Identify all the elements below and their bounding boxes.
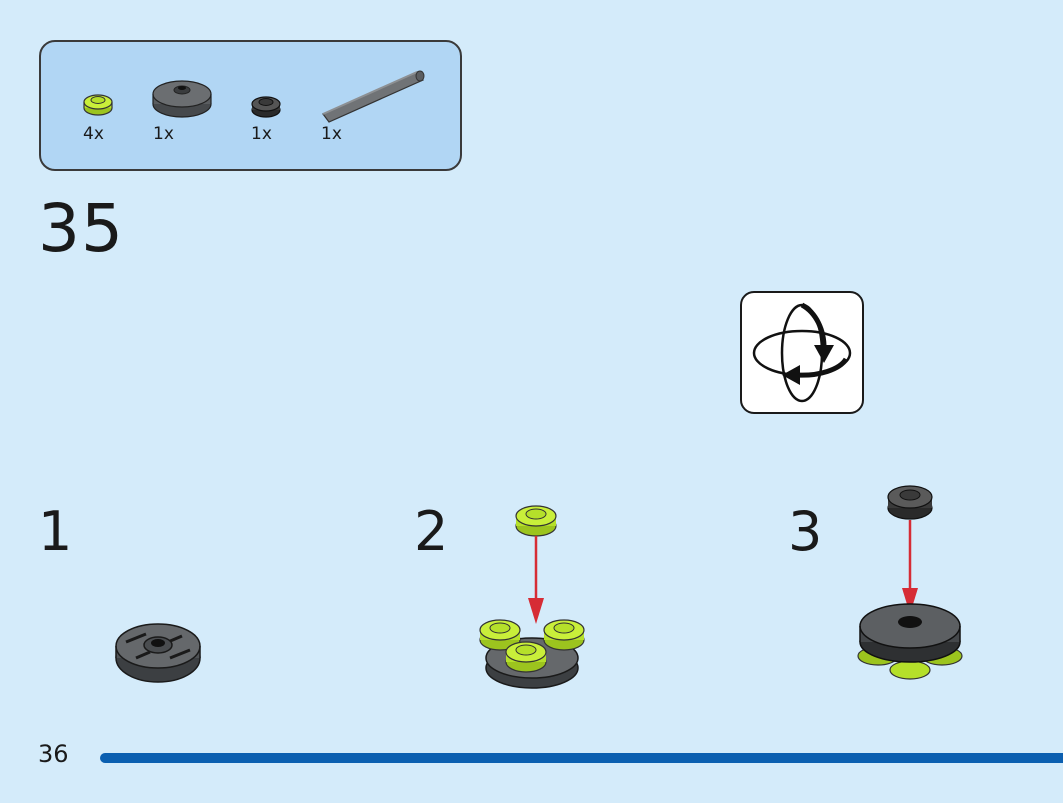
rotate-callout <box>740 291 864 414</box>
lime-round-plate-part <box>81 90 115 120</box>
substep-2-model <box>474 500 590 694</box>
part-qty: 1x <box>153 124 174 144</box>
substep-number: 2 <box>414 500 449 563</box>
rotate-model-icon <box>752 302 852 403</box>
part-qty: 4x <box>83 124 104 144</box>
dark-grey-round-tile-part <box>151 76 213 120</box>
black-round-plate-part <box>249 92 283 122</box>
step-number: 35 <box>38 190 124 267</box>
part-qty: 1x <box>251 124 272 144</box>
progress-bar <box>100 753 1063 763</box>
page-number: 36 <box>38 740 69 768</box>
substep-number: 1 <box>38 500 73 563</box>
substep-3-model <box>854 478 966 692</box>
parts-list-box: 4x 1x 1x 1x <box>39 40 462 171</box>
substep-1-model <box>112 612 208 692</box>
part-qty: 1x <box>321 124 342 144</box>
substep-number: 3 <box>788 500 823 563</box>
dark-grey-bar-part <box>319 68 427 124</box>
